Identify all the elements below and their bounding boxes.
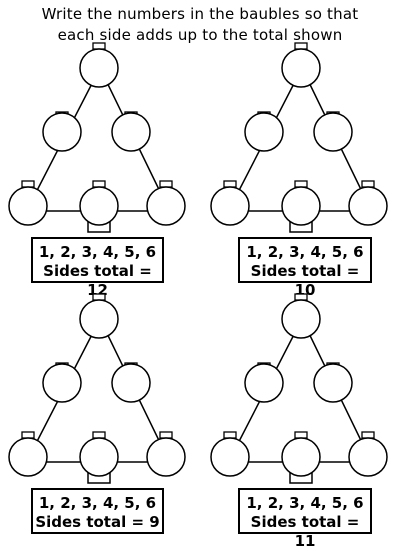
- instructions-line-1: Write the numbers in the baubles so that: [41, 5, 359, 23]
- bauble-bottom-right[interactable]: [146, 180, 186, 226]
- numbers-list: 1, 2, 3, 4, 5, 6: [38, 494, 157, 512]
- bauble-bottom-left[interactable]: [8, 180, 48, 226]
- puzzle-info-box: 1, 2, 3, 4, 5, 6 Sides total = 12: [31, 237, 164, 299]
- numbers-list: 1, 2, 3, 4, 5, 6: [38, 243, 157, 261]
- numbers-list: 1, 2, 3, 4, 5, 6: [246, 243, 364, 261]
- bauble-left-middle[interactable]: [244, 362, 284, 403]
- bauble-bottom-left[interactable]: [210, 431, 250, 477]
- bauble-left-middle[interactable]: [42, 111, 82, 152]
- puzzle-info-box: 1, 2, 3, 4, 5, 6 Sides total = 9: [31, 488, 164, 534]
- puzzle-info-box: 1, 2, 3, 4, 5, 6 Sides total = 10: [238, 237, 372, 299]
- bauble-bottom-middle[interactable]: [281, 180, 321, 226]
- instructions: Write the numbers in the baubles so that…: [0, 4, 400, 46]
- bauble-bottom-middle[interactable]: [281, 431, 321, 477]
- bauble-puzzle-3: 1, 2, 3, 4, 5, 6 Sides total = 9: [0, 251, 200, 534]
- bauble-right-middle[interactable]: [111, 362, 151, 403]
- bauble-top[interactable]: [281, 293, 321, 339]
- bauble-top[interactable]: [281, 42, 321, 88]
- instructions-line-2: each side adds up to the total shown: [57, 26, 343, 44]
- bauble-puzzle-2: 1, 2, 3, 4, 5, 6 Sides total = 10: [202, 0, 400, 299]
- bauble-puzzle-1: 1, 2, 3, 4, 5, 6 Sides total = 12: [0, 0, 200, 299]
- bauble-left-middle[interactable]: [244, 111, 284, 152]
- puzzle-info-box: 1, 2, 3, 4, 5, 6 Sides total = 11: [238, 488, 372, 550]
- bauble-puzzle-4: 1, 2, 3, 4, 5, 6 Sides total = 11: [202, 251, 400, 550]
- bauble-bottom-middle[interactable]: [79, 180, 119, 226]
- christmas-tree-diagram: [8, 42, 186, 233]
- bauble-right-middle[interactable]: [313, 362, 353, 403]
- bauble-right-middle[interactable]: [313, 111, 353, 152]
- numbers-list: 1, 2, 3, 4, 5, 6: [246, 494, 364, 512]
- bauble-bottom-right[interactable]: [146, 431, 186, 477]
- bauble-bottom-left[interactable]: [8, 431, 48, 477]
- bauble-top[interactable]: [79, 42, 119, 88]
- sides-total-label: Sides total = 9: [35, 513, 160, 531]
- bauble-left-middle[interactable]: [42, 362, 82, 403]
- sides-total-label: Sides total = 11: [250, 513, 360, 550]
- bauble-bottom-right[interactable]: [348, 180, 388, 226]
- christmas-tree-diagram: [210, 293, 388, 484]
- bauble-bottom-right[interactable]: [348, 431, 388, 477]
- bauble-bottom-left[interactable]: [210, 180, 250, 226]
- bauble-right-middle[interactable]: [111, 111, 151, 152]
- christmas-tree-diagram: [8, 293, 186, 484]
- bauble-bottom-middle[interactable]: [79, 431, 119, 477]
- christmas-tree-diagram: [210, 42, 388, 233]
- bauble-top[interactable]: [79, 293, 119, 339]
